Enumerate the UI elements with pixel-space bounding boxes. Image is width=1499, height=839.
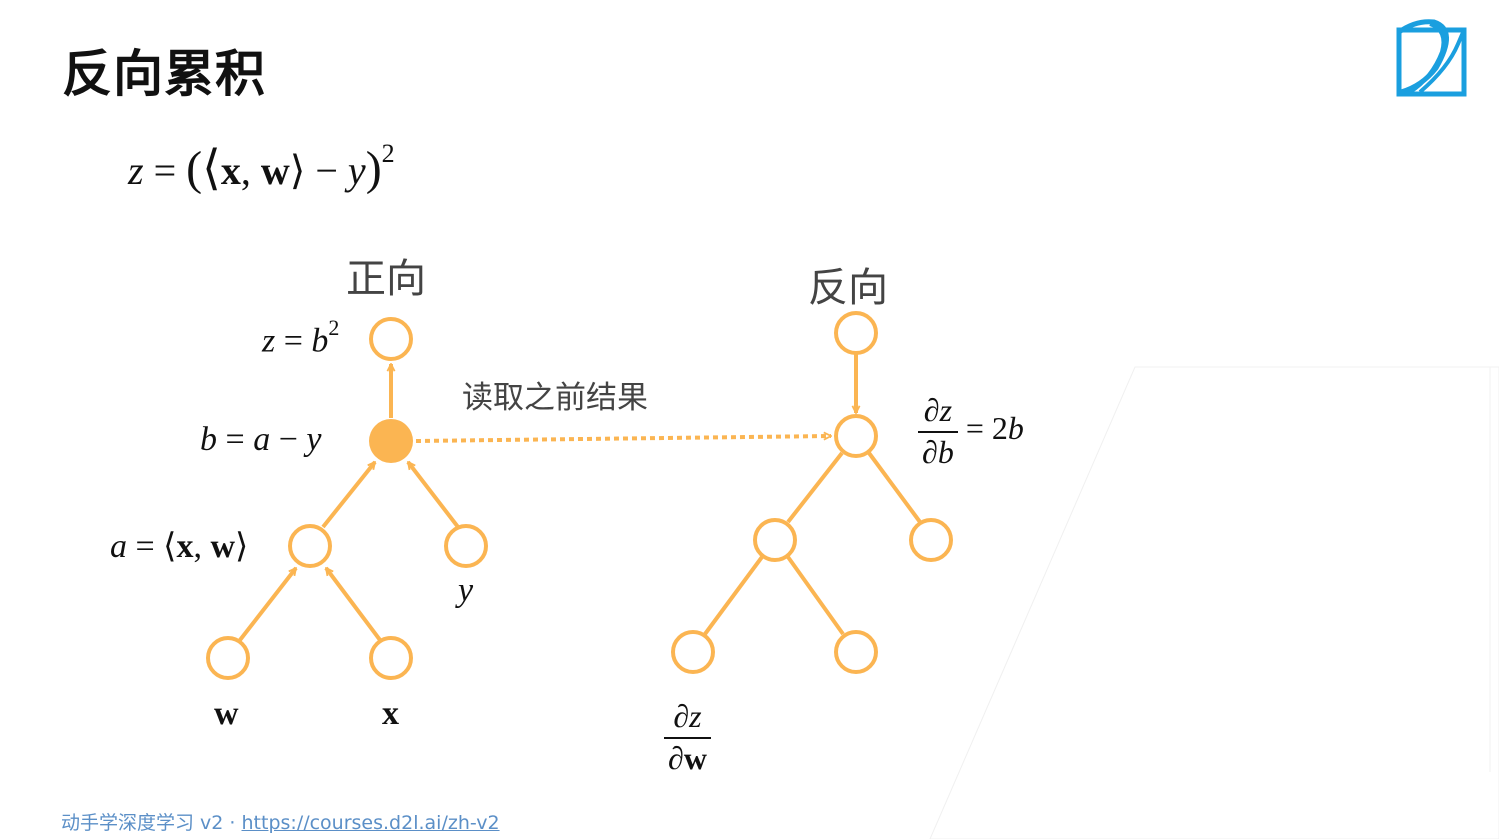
label-a-eq-inner-product: a = ⟨x, w⟩ (110, 528, 249, 565)
node-a (288, 524, 332, 568)
label-dz-db: ∂z ∂b = 2b (918, 393, 1024, 469)
back-node-a (753, 518, 797, 562)
read-previous-result-label: 读取之前结果 (462, 380, 648, 416)
backward-heading: 反向 (808, 265, 888, 311)
edge-b-to-y-back (867, 451, 922, 524)
slide-title: 反向累积 (62, 45, 266, 103)
edge-y-to-b (406, 462, 460, 529)
forward-heading: 正向 (346, 256, 426, 302)
back-node-w (671, 630, 715, 674)
edge-a-to-w-back (703, 555, 764, 636)
label-y: y (458, 572, 474, 609)
back-node-x (834, 630, 878, 674)
edge-b-to-a-back (786, 451, 844, 524)
node-x (369, 636, 413, 680)
label-dz-dw: ∂z ∂w (664, 699, 711, 775)
edge-a-to-x-back (786, 555, 845, 636)
main-equation: z = (⟨x, w⟩ − y)2 (128, 138, 395, 195)
label-b-eq-a-minus-y: b = a − y (200, 421, 322, 458)
edge-w-to-a (238, 568, 298, 642)
label-w: w (214, 695, 239, 732)
footer: 动手学深度学习 v2 · https://courses.d2l.ai/zh-v… (61, 808, 500, 835)
edge-x-to-a (324, 568, 382, 642)
node-z (369, 317, 413, 361)
edge-read-previous (415, 436, 831, 443)
node-w (206, 636, 250, 680)
label-z-eq-b-squared: z = b2 (262, 315, 340, 360)
edge-a-to-b (321, 462, 377, 529)
node-b-filled (369, 419, 413, 463)
node-y (444, 524, 488, 568)
back-node-z (834, 311, 878, 355)
back-node-y (909, 518, 953, 562)
d2l-logo-icon (1396, 16, 1468, 102)
footer-book-title: 动手学深度学习 v2 · (61, 812, 242, 834)
label-x: x (382, 695, 399, 732)
back-node-b (834, 414, 878, 458)
footer-course-link[interactable]: https://courses.d2l.ai/zh-v2 (241, 812, 500, 834)
